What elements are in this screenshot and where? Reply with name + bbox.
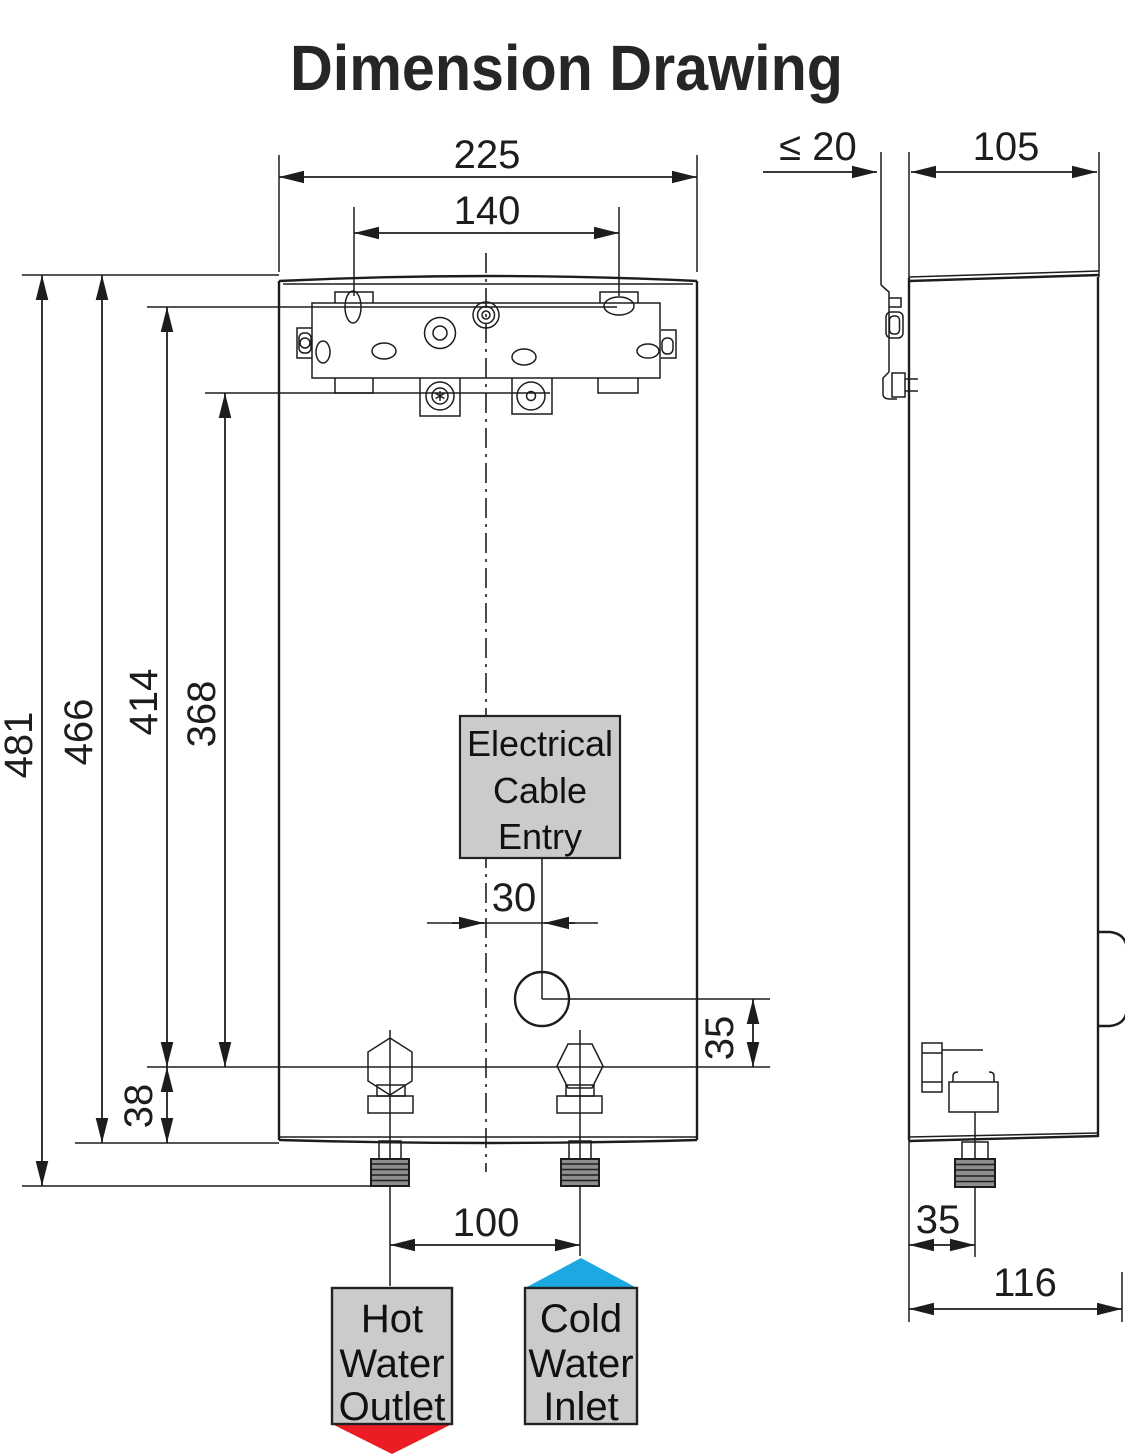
dim-414: 414 <box>122 306 617 1067</box>
side-unit-outline <box>907 152 1125 1322</box>
dim-mount-spacing: 140 <box>353 189 620 296</box>
dim-30: 30 <box>427 876 598 930</box>
electrical-label-line2: Cable <box>493 770 587 811</box>
hot-pipe-thread <box>370 1140 410 1187</box>
dim-wall-gap-label: ≤ 20 <box>779 125 857 169</box>
dim-368: 368 <box>180 392 550 1067</box>
hot-water-arrow-icon <box>332 1424 452 1454</box>
electrical-label-line1: Electrical <box>467 723 613 764</box>
electrical-cable-entry: Electrical Cable Entry <box>458 714 622 1028</box>
dim-35-front: 35 <box>542 998 770 1067</box>
dim-back-to-pipe-label: 35 <box>916 1198 961 1242</box>
phillips-screw <box>516 381 546 411</box>
dim-back-to-pipe: 35 <box>909 1198 975 1252</box>
hot-label-line3: Outlet <box>339 1385 446 1429</box>
dim-wall-gap: ≤ 20 <box>763 125 877 179</box>
cold-label-line3: Inlet <box>543 1385 619 1429</box>
hot-water-outlet: Hot Water Outlet <box>330 1286 454 1454</box>
dim-38-label: 38 <box>117 1084 161 1129</box>
center-boss <box>472 301 500 329</box>
bracket-circle <box>423 316 457 350</box>
water-connections <box>367 1030 604 1286</box>
hot-water-outlet-box <box>330 1286 454 1426</box>
side-wall-and-bracket <box>880 152 918 400</box>
dim-35-front-label: 35 <box>698 1016 742 1061</box>
dim-depth-overall: 116 <box>909 1261 1123 1322</box>
torx-screw <box>425 381 455 411</box>
keyhole-right <box>603 296 635 316</box>
dim-height-overall-label: 481 <box>0 712 41 779</box>
hot-label-line2: Water <box>339 1342 444 1386</box>
dim-depth-overall-label: 116 <box>993 1261 1057 1305</box>
electrical-cable-entry-box <box>458 714 622 860</box>
side-control-bulge <box>1098 930 1125 1028</box>
hot-union-hex <box>367 1037 413 1096</box>
side-bottom-fitting <box>921 1042 999 1257</box>
dim-height-body: 466 <box>57 275 279 1144</box>
dim-width-label: 225 <box>454 133 521 177</box>
cold-water-inlet: Cold Water Inlet <box>523 1258 639 1429</box>
front-view: 225 140 481 466 414 368 <box>0 133 770 1454</box>
dim-height-body-label: 466 <box>57 699 101 766</box>
dim-mount-spacing-label: 140 <box>454 189 521 233</box>
hot-label-line1: Hot <box>361 1297 423 1341</box>
bracket-right-slot <box>661 337 674 355</box>
dim-38: 38 <box>117 1067 174 1143</box>
dim-depth-body: 105 <box>911 125 1097 179</box>
cold-label-line2: Water <box>528 1342 633 1386</box>
cold-union-hex <box>556 1043 604 1089</box>
front-unit-outline <box>277 274 699 1145</box>
bracket-left-slot <box>298 332 312 354</box>
side-pipe-thread <box>954 1158 996 1188</box>
electrical-label-line3: Entry <box>498 816 582 857</box>
dim-100-label: 100 <box>453 1201 520 1245</box>
dim-368-label: 368 <box>180 681 224 748</box>
dim-depth-body-label: 105 <box>973 125 1040 169</box>
dim-100: 100 <box>390 1201 580 1252</box>
cold-water-inlet-box <box>523 1286 639 1426</box>
cold-water-arrow-icon <box>525 1258 637 1288</box>
bracket-screw-head <box>891 372 906 398</box>
dim-height-overall: 481 <box>0 274 373 1187</box>
cold-label-line1: Cold <box>540 1297 622 1341</box>
dim-30-label: 30 <box>492 876 537 920</box>
page-title: Dimension Drawing <box>290 32 843 104</box>
dim-width: 225 <box>278 133 698 272</box>
side-view: ≤ 20 105 35 116 <box>763 125 1125 1322</box>
dim-414-label: 414 <box>122 669 166 736</box>
cold-pipe-thread <box>560 1140 600 1187</box>
